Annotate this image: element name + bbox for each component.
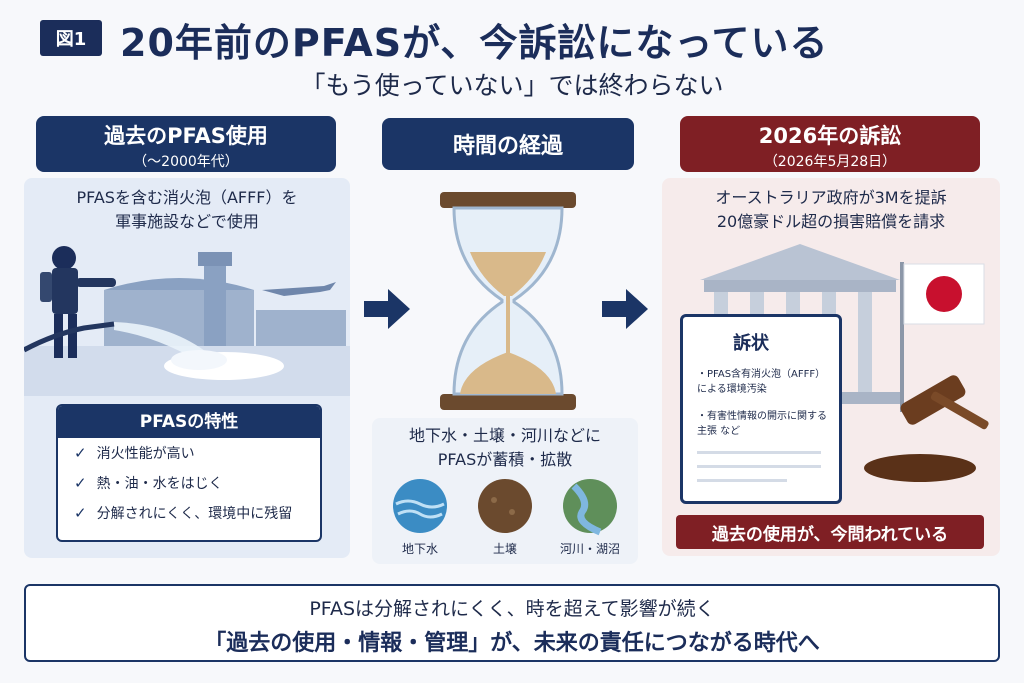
accumulation-line2: PFASが蓄積・拡散 <box>437 450 573 469</box>
check-icon: ✓ <box>74 444 87 462</box>
page-subtitle: 「もう使っていない」では終わらない <box>300 71 724 100</box>
soil-label: 土壌 <box>492 542 517 556</box>
property-text: 熱・油・水をはじく <box>96 476 223 492</box>
fighter-jet <box>262 282 336 296</box>
lawsuit-banner: 過去の使用が、今問われている <box>676 515 984 549</box>
check-icon: ✓ <box>74 504 87 522</box>
past-desc-line2: 軍事施設などで使用 <box>115 212 259 231</box>
control-tower-cab <box>198 252 232 266</box>
hose <box>24 321 115 353</box>
sand-bottom <box>460 352 556 394</box>
pfas-properties-title: PFASの特性 <box>58 406 320 438</box>
complaint-item-2-line1: ・有害性情報の開示に関する <box>697 411 827 422</box>
document-line <box>697 451 821 454</box>
lawsuit-desc-line2: 20億豪ドル超の損害賠償を請求 <box>716 212 946 231</box>
property-item: ✓ 分解されにくく、環境中に残留 <box>58 498 320 528</box>
complaint-item-1-line1: ・PFAS含有消火泡（AFFF） <box>697 369 826 380</box>
firefighter-arm <box>76 278 116 287</box>
pfas-properties-box: PFASの特性 ✓ 消火性能が高い ✓ 熱・油・水をはじく ✓ 分解されにくく、環境中… <box>56 404 322 542</box>
control-tower <box>204 260 226 348</box>
sand-top <box>470 252 546 296</box>
time-header: 時間の経過 <box>382 118 634 170</box>
courthouse-pediment <box>700 244 900 280</box>
river-stream <box>571 483 602 536</box>
page-title: 20年前のPFASが、今訴訟になっている <box>120 21 829 65</box>
lawsuit-desc-line1: オーストラリア政府が3Mを提訴 <box>715 188 947 207</box>
groundwater-label: 地下水 <box>401 542 438 556</box>
complaint-item-2: ・有害性情報の開示に関する 主張 など <box>697 409 837 439</box>
hangar-roof <box>104 278 254 290</box>
summary-line1: PFASは分解されにくく、時を超えて影響が続く <box>309 598 715 620</box>
firefighter-illustration <box>24 246 350 396</box>
lawsuit-date: （2026年5月28日） <box>763 154 897 170</box>
firefighter-leg-2 <box>68 314 77 358</box>
soil-grain <box>509 509 515 515</box>
accumulation-line1: 地下水・土壌・河川などに <box>408 426 601 445</box>
complaint-item-2-line2: 主張 など <box>697 426 741 437</box>
arrow-right-icon <box>364 289 410 329</box>
complaint-item-1-line2: による環境汚染 <box>697 384 767 395</box>
complaint-document: 訴状 ・PFAS含有消火泡（AFFF） による環境汚染 ・有害性情報の開示に関す… <box>680 314 842 504</box>
lawsuit-header: 2026年の訴訟 （2026年5月28日） <box>680 116 980 172</box>
past-desc-line1: PFASを含む消火泡（AFFF）を <box>76 188 298 207</box>
environment-icons <box>393 479 617 536</box>
water-wave <box>395 499 445 509</box>
complaint-title: 訴状 <box>733 333 769 354</box>
figure-badge: 図1 <box>40 20 102 56</box>
flagpole <box>900 262 904 412</box>
air-tank <box>40 272 52 302</box>
firefighter-body <box>52 268 78 314</box>
arrow-right-icon <box>602 289 648 329</box>
past-description: PFASを含む消火泡（AFFF）を 軍事施設などで使用 <box>24 186 350 234</box>
complaint-item-1: ・PFAS含有消火泡（AFFF） による環境汚染 <box>697 367 837 397</box>
gavel-handle <box>930 391 989 430</box>
time-title: 時間の経過 <box>452 134 563 159</box>
groundwater-icon <box>393 479 447 533</box>
sand-stream <box>506 296 510 356</box>
property-text: 分解されにくく、環境中に残留 <box>96 506 293 522</box>
property-text: 消火性能が高い <box>96 446 195 462</box>
past-header: 過去のPFAS使用 （〜2000年代） <box>36 116 336 172</box>
soil-icon <box>478 479 532 533</box>
document-line <box>697 465 821 468</box>
hourglass-icon <box>440 192 576 410</box>
past-title: 過去のPFAS使用 <box>104 124 268 148</box>
accumulation-description: 地下水・土壌・河川などに PFASが蓄積・拡散 <box>372 424 638 472</box>
summary-line2: 「過去の使用・情報・管理」が、未来の責任につながる時代へ <box>204 631 820 656</box>
lawsuit-description: オーストラリア政府が3Mを提訴 20億豪ドル超の損害賠償を請求 <box>662 186 1000 234</box>
property-item: ✓ 消火性能が高い <box>58 438 320 468</box>
check-icon: ✓ <box>74 474 87 492</box>
water-wave <box>397 509 443 519</box>
firefighter-helmet <box>52 246 76 270</box>
flag-sun <box>926 276 962 312</box>
river-label: 河川・湖沼 <box>559 542 620 556</box>
summary-box: PFASは分解されにくく、時を超えて影響が続く 「過去の使用・情報・管理」が、未… <box>24 584 1000 662</box>
document-line <box>697 479 787 482</box>
side-building <box>256 310 346 348</box>
hourglass-bottom-cap <box>440 394 576 410</box>
soil-grain <box>491 497 497 503</box>
property-item: ✓ 熱・油・水をはじく <box>58 468 320 498</box>
pillar <box>858 292 872 392</box>
courthouse-beam <box>704 280 896 292</box>
past-period: （〜2000年代） <box>133 154 239 170</box>
lawsuit-title: 2026年の訴訟 <box>758 124 902 148</box>
hourglass-top-cap <box>440 192 576 208</box>
foam-spray <box>114 322 214 368</box>
sound-block <box>864 454 976 482</box>
foam-pile-2 <box>171 350 227 370</box>
